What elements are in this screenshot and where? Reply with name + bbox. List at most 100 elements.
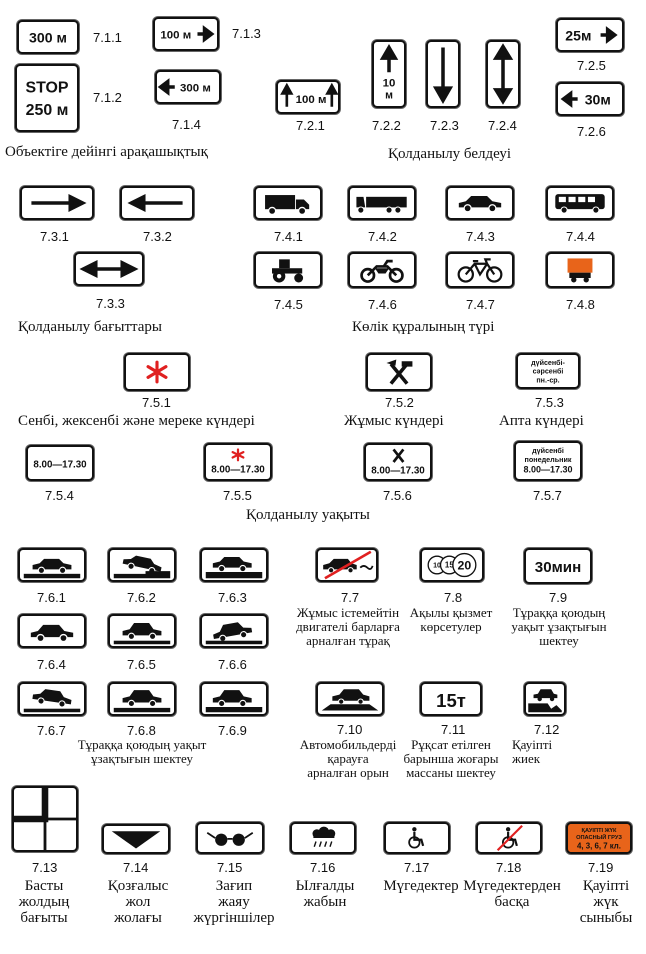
desc-line: жолдың [18, 894, 70, 910]
sign-7-1-4: 300 м [155, 70, 221, 104]
sign-code: 7.11 [441, 722, 466, 737]
sign-code: 7.3.2 [143, 229, 172, 244]
sign-code: 7.8 [444, 590, 463, 605]
arrow-left-icon [127, 193, 183, 213]
sign-text: 4, 3, 6, 7 кл. [577, 842, 621, 851]
sign-7-4-2 [348, 186, 416, 220]
sign-7-5-5: 8.00—17.30 [204, 443, 272, 481]
sign-text: STOP [25, 79, 68, 96]
sign-7-7 [316, 548, 378, 582]
sign-code: 7.17 [404, 860, 430, 875]
sign-code: 7.15 [217, 860, 243, 875]
bicycle-icon [457, 258, 503, 283]
desc-line: сыныбы [579, 910, 633, 926]
car-on-sidewalk-icon [113, 555, 171, 579]
sign-text: 100 м [160, 29, 191, 41]
desc-line: Қауіпті [512, 737, 553, 752]
sign-code: 7.4.2 [368, 229, 397, 244]
sign-code: 7.2.5 [577, 58, 606, 73]
sign-7-6-9 [200, 682, 268, 716]
desc-line: Мүгедектер [383, 878, 459, 894]
sign-7-3-2 [120, 186, 194, 220]
sign-code: 7.2.3 [430, 118, 459, 133]
sign-7-13 [12, 786, 78, 852]
sign-7-5-2 [366, 353, 432, 391]
sign-7-5-7: дүйсенбі понедельник 8.00—17.30 [514, 441, 582, 481]
sign-code: 7.6.4 [37, 657, 66, 672]
sign-code: 7.1.1 [93, 30, 122, 45]
desc-line: Рұқсат етілген [411, 737, 491, 752]
arrow-up-icon [379, 44, 399, 73]
desc-line: массаны шектеу [406, 765, 496, 780]
car-icon [30, 624, 74, 643]
sign-code: 7.4.5 [274, 297, 303, 312]
section-caption-vehicle: Көлік құралының түрі [352, 319, 495, 335]
sign-code: 7.6.5 [127, 657, 156, 672]
desc-line: Жұмыс істемейтін [296, 605, 400, 620]
wheelchair-icon [408, 827, 425, 849]
sign-7-12 [524, 682, 566, 716]
sign-code: 7.16 [310, 860, 336, 875]
hammer-pick-icon [386, 359, 413, 385]
sign-7-16 [290, 822, 356, 854]
arrow-down-icon [432, 47, 454, 105]
arrow-left-icon [560, 90, 578, 108]
sign-text: 20 [457, 558, 471, 572]
section-caption-directions: Қолданылу бағыттары [18, 319, 162, 335]
sign-code: 7.1.4 [172, 117, 201, 132]
sign-7-4-5 [254, 252, 322, 288]
sign-7-4-3 [446, 186, 514, 220]
wheelchair-crossed-icon [496, 824, 523, 852]
sign-7-6-5 [108, 614, 176, 648]
car-icon [458, 195, 502, 213]
sign-code: 7.4.3 [466, 229, 495, 244]
sign-code: 7.3.1 [40, 229, 69, 244]
rain-cloud-icon [312, 826, 336, 847]
arrow-up-down-icon [492, 43, 514, 105]
sign-code: 7.5.2 [385, 395, 414, 410]
main-road-direction-icon [14, 788, 76, 850]
desc-line: жолағы [114, 910, 162, 926]
section-caption-workdays: Жұмыс күндері [344, 413, 444, 429]
sign-7-6-3 [200, 548, 268, 582]
sign-code: 7.6.1 [37, 590, 66, 605]
sign-7-6-6 [200, 614, 268, 648]
sign-code: 7.6.7 [37, 723, 66, 738]
sign-text: ОПАСНЫЙ ГРУЗ [576, 833, 622, 841]
sign-7-4-1 [254, 186, 322, 220]
sign-7-15 [196, 822, 264, 854]
sign-7-4-7 [446, 252, 514, 288]
desc-line: Қозғалыс [107, 878, 169, 894]
sign-text: 10 [383, 77, 396, 89]
sign-7-8: 10 15 20 [420, 548, 484, 582]
bus-icon [555, 194, 605, 214]
sign-code: 7.4.7 [466, 297, 495, 312]
arrow-right-icon [31, 193, 87, 213]
arrow-up-icon [325, 82, 338, 107]
sign-7-2-3 [426, 40, 460, 108]
sign-7-4-4 [546, 186, 614, 220]
sign-code: 7.6.8 [127, 723, 156, 738]
sign-text: 300 м [29, 29, 67, 45]
desc-line: Ылғалды [295, 878, 355, 894]
car-on-road-icon [23, 558, 81, 579]
desc-line: Тұраққа қоюдың уақыт [77, 737, 207, 752]
arrow-right-icon [600, 26, 618, 44]
sign-code: 7.19 [588, 860, 614, 875]
sign-code: 7.5.5 [223, 488, 252, 503]
hazard-truck-icon [567, 258, 593, 283]
section-caption-zone: Қолданылу белдеуі [388, 146, 512, 162]
sign-7-5-3: дүйсенбі- сәрсенбі пн.-ср. [516, 353, 580, 389]
sign-code: 7.13 [32, 860, 58, 875]
sign-text: 100 м [296, 94, 327, 106]
car-on-sidewalk-icon [113, 623, 171, 645]
sign-7-18 [476, 822, 542, 854]
sign-7-11: 15т [420, 682, 482, 716]
sign-text: 25м [565, 27, 591, 43]
